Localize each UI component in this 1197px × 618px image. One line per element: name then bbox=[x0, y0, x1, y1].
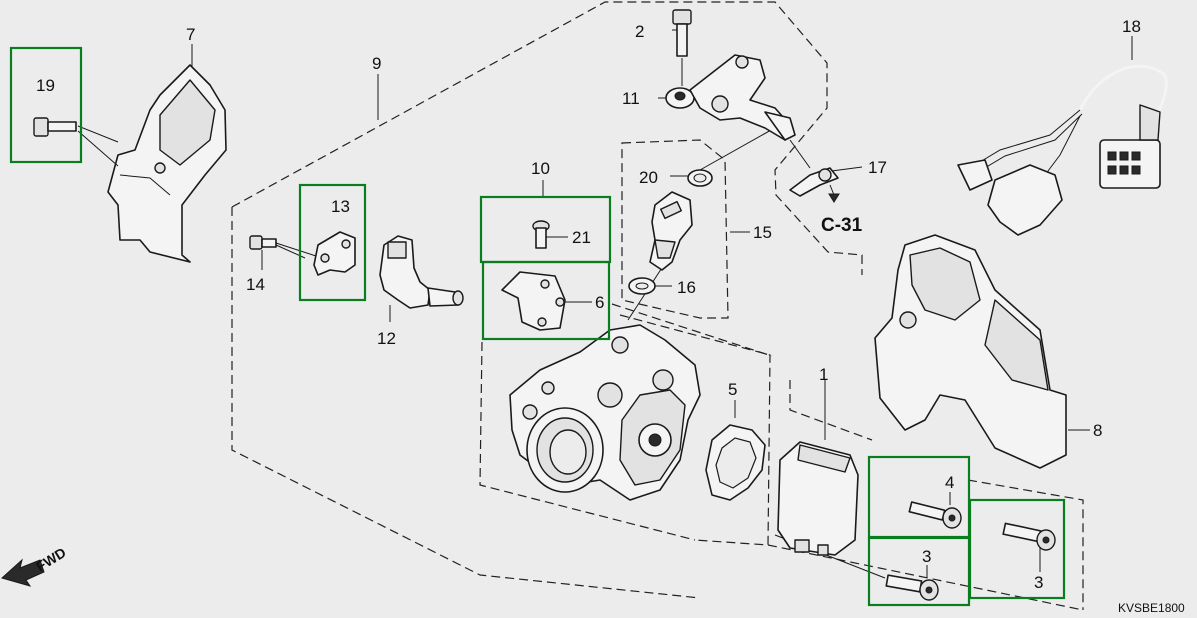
bolt-3-lower bbox=[885, 574, 939, 601]
cover-8 bbox=[874, 234, 1067, 469]
callout-8: 8 bbox=[1093, 421, 1102, 440]
callout-3-right: 3 bbox=[1034, 573, 1043, 592]
callout-21: 21 bbox=[572, 228, 591, 247]
callout-5: 5 bbox=[728, 380, 737, 399]
highlight-box-19[interactable] bbox=[9, 46, 83, 164]
callout-3-lower: 3 bbox=[922, 547, 931, 566]
bolt-3-right bbox=[1002, 522, 1056, 551]
callout-17: 17 bbox=[868, 158, 887, 177]
seal-16 bbox=[628, 277, 656, 295]
fuel-injector bbox=[649, 191, 693, 271]
callout-14: 14 bbox=[246, 275, 265, 294]
callout-16: 16 bbox=[677, 278, 696, 297]
control-unit-1 bbox=[777, 441, 859, 556]
assembly-15-outline bbox=[621, 139, 729, 319]
callout-20: 20 bbox=[639, 168, 658, 187]
highlight-box-3-lower[interactable] bbox=[867, 536, 971, 607]
throttle-body bbox=[509, 324, 701, 501]
highlight-box-6[interactable] bbox=[481, 260, 611, 341]
callout-18: 18 bbox=[1122, 17, 1141, 36]
sensor-12 bbox=[379, 235, 464, 309]
harness-18 bbox=[957, 64, 1168, 236]
clip-13 bbox=[313, 231, 356, 276]
section-reference-c31[interactable]: C-31 bbox=[821, 215, 863, 236]
highlight-boxes bbox=[9, 46, 1066, 607]
callout-2: 2 bbox=[635, 22, 644, 41]
highlight-box-13[interactable] bbox=[298, 183, 367, 302]
cover-7 bbox=[107, 64, 227, 263]
callout-7: 7 bbox=[186, 25, 195, 44]
callout-10: 10 bbox=[531, 159, 550, 178]
callout-1: 1 bbox=[819, 365, 828, 384]
callout-6: 6 bbox=[595, 293, 604, 312]
clip-17 bbox=[789, 167, 840, 203]
bolt-14 bbox=[249, 235, 317, 259]
callout-13: 13 bbox=[331, 197, 350, 216]
assembly-9-outline bbox=[231, 1, 863, 599]
highlight-box-3-right[interactable] bbox=[968, 498, 1066, 600]
callout-11: 11 bbox=[622, 89, 640, 108]
bolt-19 bbox=[33, 117, 119, 167]
o-ring-20 bbox=[687, 169, 713, 187]
callout-9: 9 bbox=[372, 54, 381, 73]
diagram-code: KVSBE1800 bbox=[1118, 601, 1185, 615]
bolt-4 bbox=[908, 501, 962, 529]
callout-15: 15 bbox=[753, 223, 772, 242]
callout-12: 12 bbox=[377, 329, 396, 348]
injector-holder bbox=[689, 54, 796, 141]
fwd-direction-label: FWD bbox=[33, 544, 69, 574]
callout-4: 4 bbox=[945, 473, 954, 492]
callout-19: 19 bbox=[36, 76, 55, 95]
gasket-5 bbox=[705, 424, 766, 501]
fwd-arrow-icon bbox=[0, 558, 45, 587]
sub-assembly-1-outline bbox=[479, 303, 1084, 611]
bolt-21 bbox=[532, 220, 550, 249]
bolt-2 bbox=[672, 9, 692, 86]
bracket-6 bbox=[501, 271, 566, 331]
